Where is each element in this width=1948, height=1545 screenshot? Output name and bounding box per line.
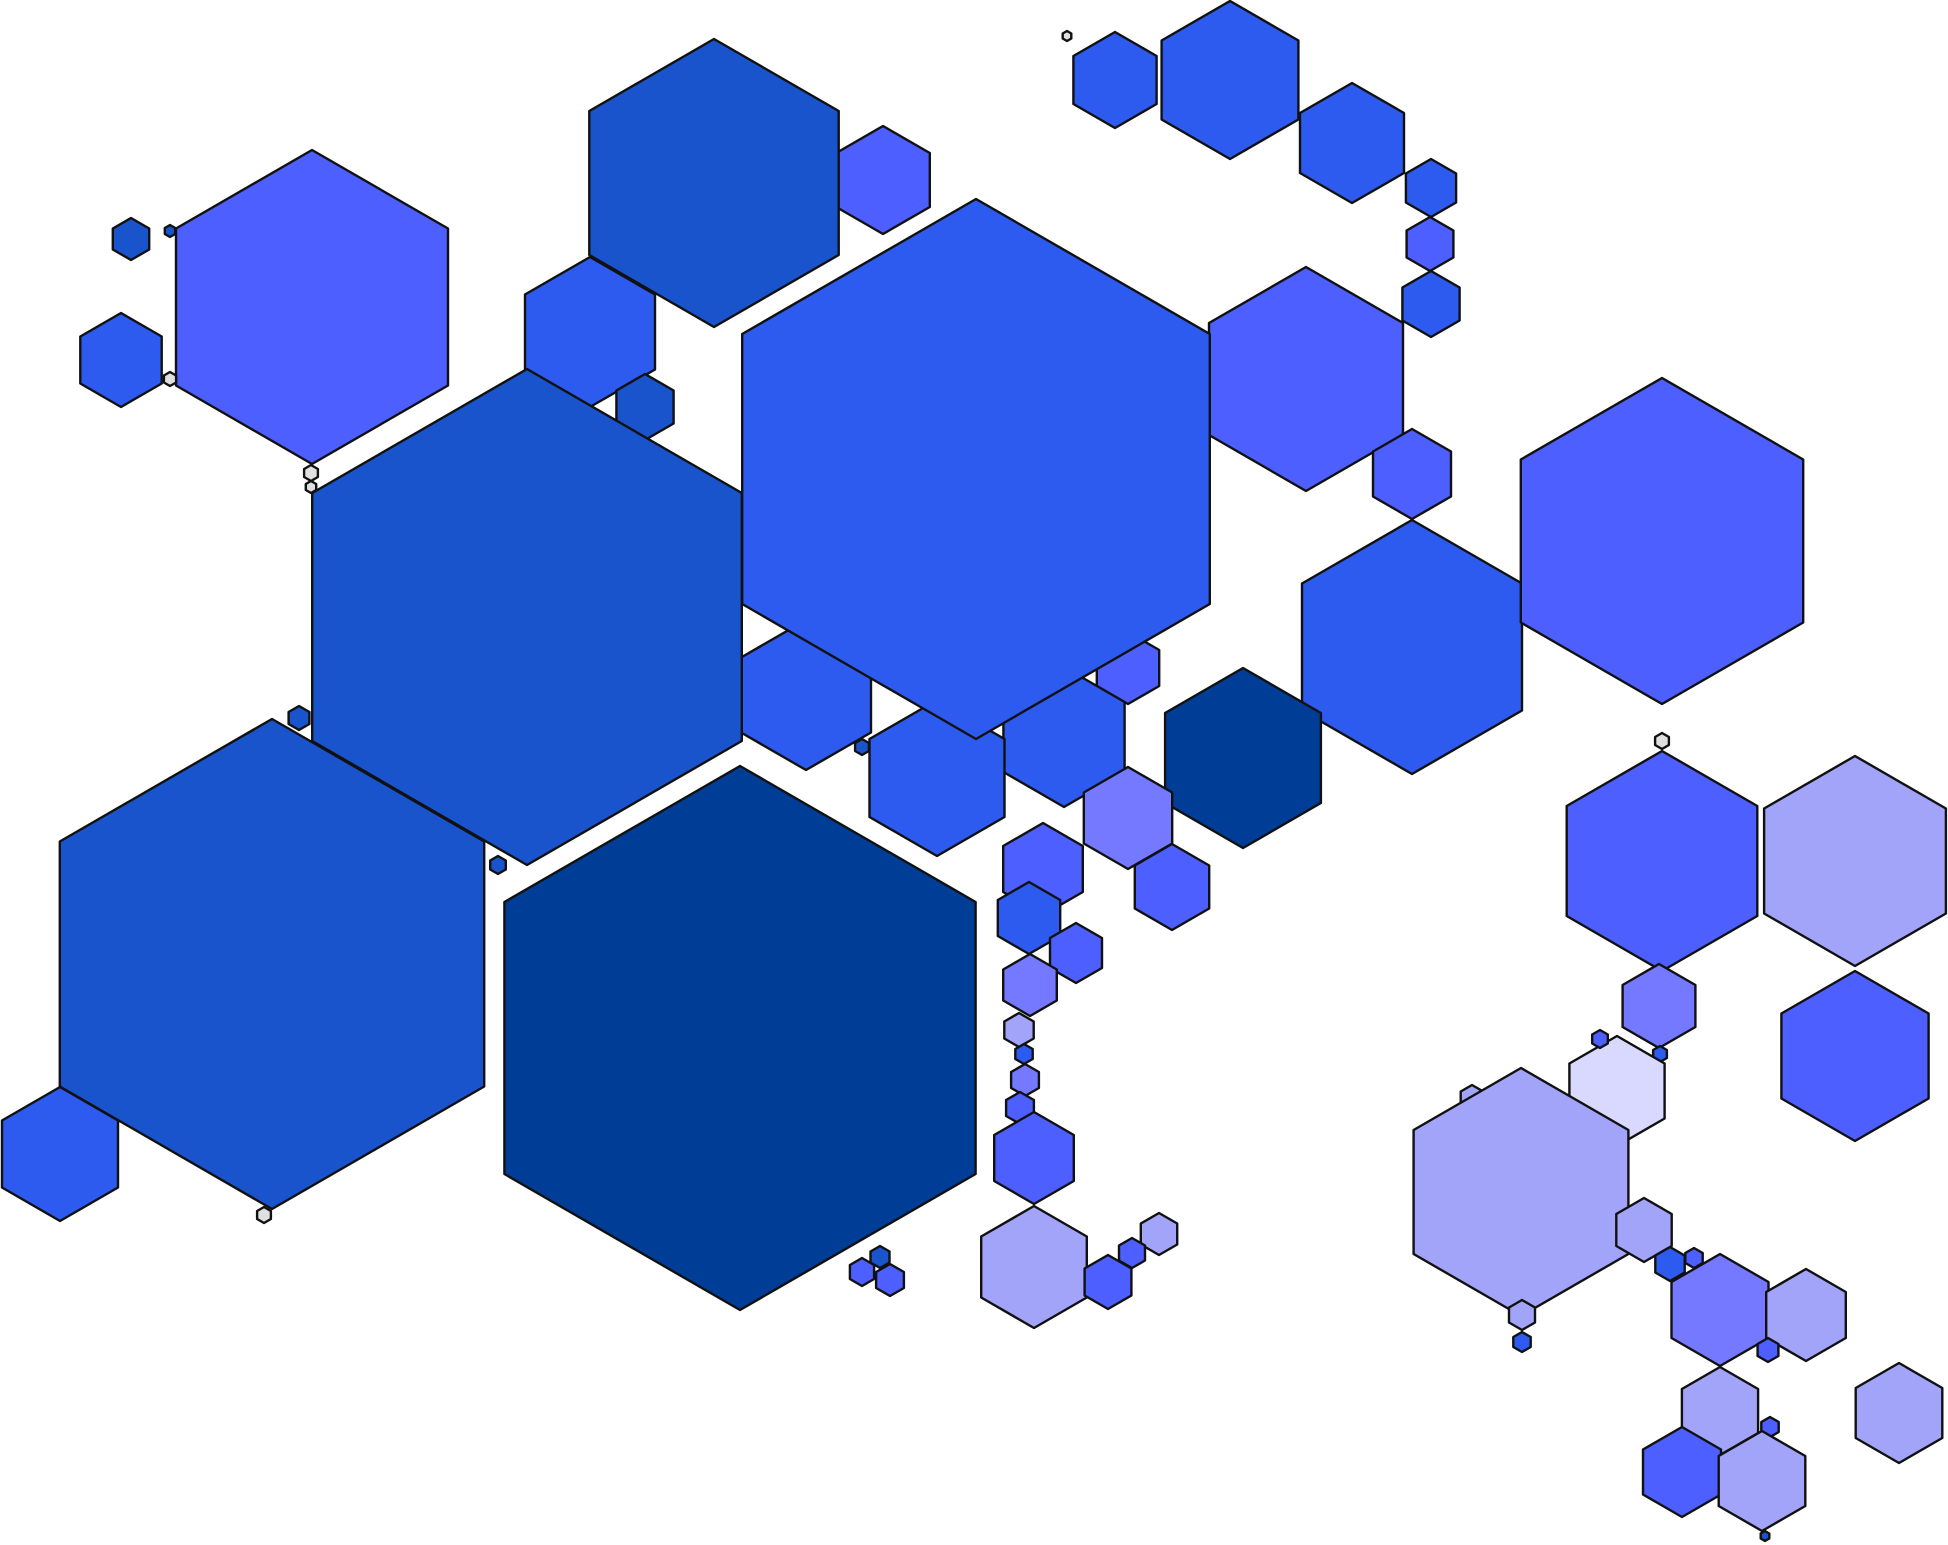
hexagon-indigo: [835, 124, 931, 236]
hexagon-indigo: [993, 1110, 1076, 1206]
hexagon-indigo: [174, 148, 450, 466]
hexagon-bright: [1300, 518, 1524, 776]
hexagon-silver: [1061, 29, 1073, 43]
hexagon-bright: [1404, 157, 1458, 219]
hexagon-navy: [1163, 666, 1323, 850]
hexagon-periwinkle: [1621, 962, 1697, 1050]
hexagon-indigo: [1048, 921, 1104, 985]
hexagon-lavender: [1615, 1196, 1673, 1264]
hexagon-lavender: [980, 1204, 1089, 1330]
hexagon-royal: [853, 737, 871, 757]
hexagon-bright: [79, 311, 163, 409]
hexagon-royal: [58, 717, 486, 1211]
hexagon-indigo: [1519, 376, 1805, 706]
hexagon-royal: [163, 223, 177, 239]
hexagon-lavender: [1854, 1361, 1944, 1465]
hexagon-bright: [1160, 0, 1300, 161]
hexagon-periwinkle: [1082, 765, 1174, 871]
hexagon-bright: [1512, 1330, 1532, 1354]
hexagon-lavender: [1764, 1267, 1848, 1363]
hexagon-indigo: [1641, 1425, 1723, 1519]
hexagon-royal: [869, 1244, 891, 1270]
hexagon-silver: [255, 1205, 273, 1225]
hexagon-bright: [1072, 30, 1158, 130]
hexagon-indigo: [1207, 265, 1405, 493]
hexagon-lavender: [1003, 1011, 1035, 1049]
hexagon-royal: [588, 37, 840, 329]
hexagon-royal: [489, 854, 507, 876]
hexagon-lavender: [1139, 1211, 1179, 1257]
hexagon-indigo: [874, 1262, 906, 1298]
hexagon-indigo: [1133, 842, 1211, 932]
hexagon-lavender: [1507, 1298, 1537, 1332]
hexagon-bright: [868, 698, 1006, 858]
hexagon-periwinkle: [1009, 1062, 1041, 1098]
hexagon-lavender: [1762, 754, 1948, 968]
hexagon-periwinkle: [1002, 952, 1059, 1018]
hexagon-indigo: [1590, 1028, 1610, 1050]
hexagon-indigo: [1780, 969, 1930, 1143]
hexagon-indigo: [1565, 749, 1759, 973]
hexagon-navy: [503, 764, 977, 1312]
hexagon-royal: [1759, 1529, 1771, 1543]
hexagon-periwinkle: [1670, 1252, 1770, 1368]
hexagon-silver: [1653, 731, 1671, 751]
hexagon-lavender: [1717, 1429, 1807, 1533]
hexagon-indigo: [1083, 1253, 1133, 1311]
hexagon-bright: [741, 197, 1212, 741]
hexagon-royal: [111, 216, 151, 262]
hexagon-indigo: [1756, 1336, 1780, 1364]
hexagon-indigo: [848, 1256, 876, 1288]
hexagon-bright: [1401, 269, 1461, 339]
hexagon-indigo: [1405, 215, 1455, 273]
hexagon-bright: [1298, 81, 1406, 205]
hexagon-royal: [287, 704, 311, 732]
hexagon-silver: [302, 463, 320, 483]
hexagon-silver: [162, 370, 178, 388]
hexagon-bright: [1014, 1042, 1034, 1066]
